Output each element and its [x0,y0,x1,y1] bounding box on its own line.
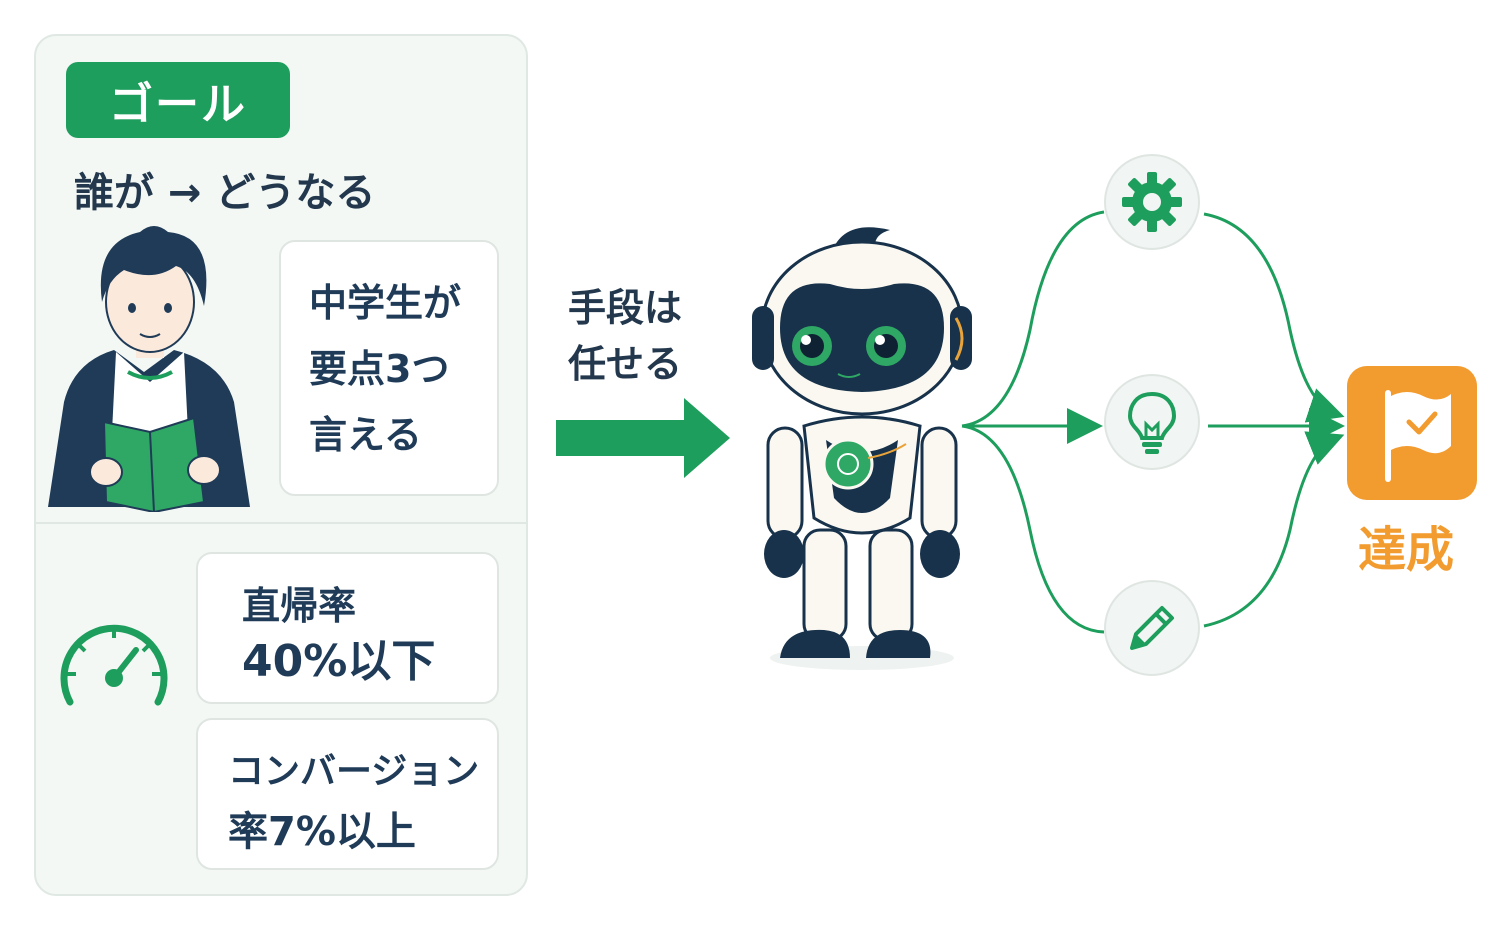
means-label-line1: 手段は [568,286,683,330]
pencil-icon [1130,606,1174,650]
big-right-arrow-icon [556,398,730,478]
achievement-flag-box [1347,366,1477,500]
goal-card-line3: 言える [309,413,422,457]
goal-card-line1: 中学生が [309,281,462,325]
student-reading-illustration [48,226,250,512]
flag-check-icon [1385,390,1451,482]
method-lightbulb [1104,374,1200,470]
robot-face [780,283,944,392]
goal-card-line2: 要点3つ [309,347,450,391]
metric-card-conversion-rate: コンバージョン 率7%以上 [196,718,499,870]
metric-conversion-label: コンバージョン [228,751,480,792]
goal-formula: 誰が → どうなる [74,170,376,216]
goal-card: 中学生が 要点3つ 言える [279,240,499,496]
connector-to-pencil [961,424,1105,634]
connector-to-gear [961,210,1105,428]
means-label: 手段は 任せる [568,280,682,392]
means-label-line2: 任せる [568,342,683,386]
method-gear [1104,154,1200,250]
robot-illustration [752,227,972,670]
lightbulb-icon [1127,391,1177,454]
panel-divider [36,522,526,524]
robot-chest-emblem [822,438,874,490]
speedometer-icon [60,624,168,706]
metric-card-bounce-rate: 直帰率 40%以下 [196,552,499,704]
achievement-label: 達成 [1358,522,1455,578]
metric-bounce-label: 直帰率 [242,584,357,628]
metric-bounce-value: 40%以下 [242,636,436,687]
method-pencil [1104,580,1200,676]
student-hair [100,226,207,306]
goal-badge: ゴール [66,62,290,138]
connector-gear-to-flag [1203,212,1345,423]
metric-conversion-value: 率7%以上 [228,809,416,855]
gear-icon [1122,172,1182,232]
connector-pencil-to-flag [1203,431,1345,628]
